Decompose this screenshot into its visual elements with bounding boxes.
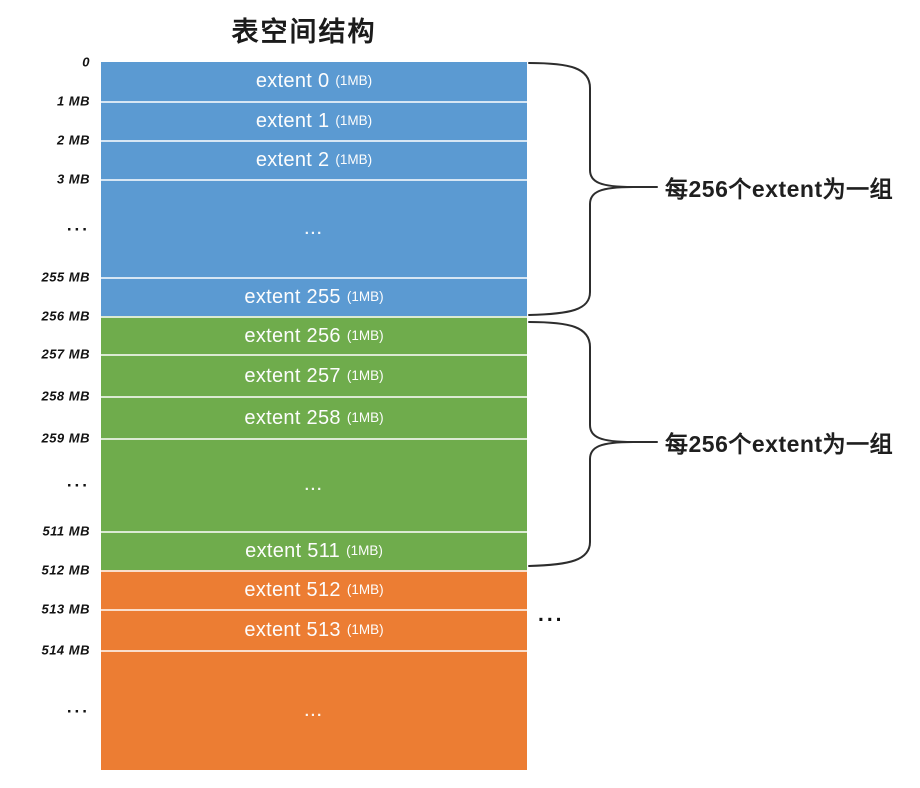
extent-label: extent 0 [255, 70, 330, 92]
axis-tick-label: 255 MB [41, 269, 90, 285]
extent-group-0-255: extent 0 (1MB) extent 1 (1MB) extent 2 (1MB).… [101, 62, 527, 316]
extent-ellipsis-row: ... [101, 438, 527, 531]
axis-tick-label: 259 MB [41, 430, 90, 446]
group-1-brace-icon [528, 62, 658, 316]
axis-tick-label: 257 MB [41, 346, 90, 362]
extent-size-label: (1MB) [346, 409, 384, 425]
offset-axis: 0 1 MB 2 MB 3 MB... 255 MB 256 MB 257 MB 258 MB… [0, 0, 90, 788]
axis-ellipsis: ... [66, 471, 90, 491]
extent-ellipsis-row: ... [101, 179, 527, 277]
diagram-title: 表空间结构 [231, 17, 377, 47]
extent-row: extent 256 (1MB) [101, 316, 527, 354]
axis-tick-label: 0 [82, 54, 90, 70]
extent-column: extent 0 (1MB) extent 1 (1MB) extent 2 (1MB).… [101, 62, 527, 770]
extent-label: extent 1 [255, 110, 330, 132]
extent-label: extent 513 [244, 619, 341, 641]
extent-label: extent 2 [255, 149, 330, 171]
extent-group-256-511: extent 256(1MB)extent 257(1MB)extent 258… [101, 316, 527, 570]
extent-row: extent 1 (1MB) [101, 101, 527, 140]
extent-label: extent 511 [245, 540, 341, 562]
axis-tick-label: 514 MB [41, 642, 90, 658]
extent-size-label: (1MB) [346, 543, 383, 558]
extent-label: ... [304, 477, 324, 494]
extent-row: extent 511 (1MB) [101, 531, 527, 570]
extent-row: extent 513 (1MB) [101, 609, 527, 650]
extent-size-label: (1MB) [335, 73, 373, 88]
axis-ellipsis: ... [66, 215, 90, 235]
extent-label: ... [304, 220, 324, 238]
extent-row: extent 258 (1MB) [101, 396, 527, 438]
axis-tick-label: 256 MB [41, 308, 90, 324]
axis-ellipsis: ... [66, 697, 90, 717]
extent-row: extent 257 (1MB) [101, 354, 527, 396]
extent-row: extent 512 (1MB) [101, 570, 527, 609]
axis-tick-label: 513 MB [41, 601, 90, 617]
axis-tick-label: 3 MB [56, 171, 90, 187]
axis-tick-label: 511 MB [42, 523, 90, 539]
extent-label: extent 257 [244, 364, 341, 387]
extent-size-label: (1MB) [346, 327, 384, 343]
extent-size-label: (1MB) [335, 113, 373, 128]
extent-size-label: (1MB) [346, 289, 384, 304]
extent-label: extent 258 [244, 406, 341, 429]
axis-tick-label: 1 MB [56, 93, 90, 109]
extent-size-label: (1MB) [346, 582, 384, 597]
extent-size-label: (1MB) [346, 367, 384, 383]
extent-label: extent 255 [244, 286, 341, 308]
extent-label: ... [304, 702, 324, 720]
extent-label: extent 512 [244, 579, 341, 601]
axis-tick-label: 512 MB [41, 562, 90, 578]
more-groups-ellipsis: ... [538, 603, 565, 626]
extent-label: extent 256 [244, 324, 341, 347]
group-2-annotation: 每256个extent为一组 [665, 431, 894, 457]
extent-ellipsis-row: ... [101, 650, 527, 770]
extent-size-label: (1MB) [346, 622, 384, 637]
extent-row: extent 0 (1MB) [101, 62, 527, 101]
group-2-brace-icon [528, 321, 658, 567]
extent-row: extent 2 (1MB) [101, 140, 527, 179]
extent-row: extent 255 (1MB) [101, 277, 527, 316]
axis-tick-label: 2 MB [56, 132, 90, 148]
extent-group-512-plus: extent 512 (1MB) extent 513 (1MB)... [101, 570, 527, 770]
extent-size-label: (1MB) [335, 152, 373, 167]
group-1-annotation: 每256个extent为一组 [665, 176, 894, 202]
axis-tick-label: 258 MB [41, 388, 90, 404]
